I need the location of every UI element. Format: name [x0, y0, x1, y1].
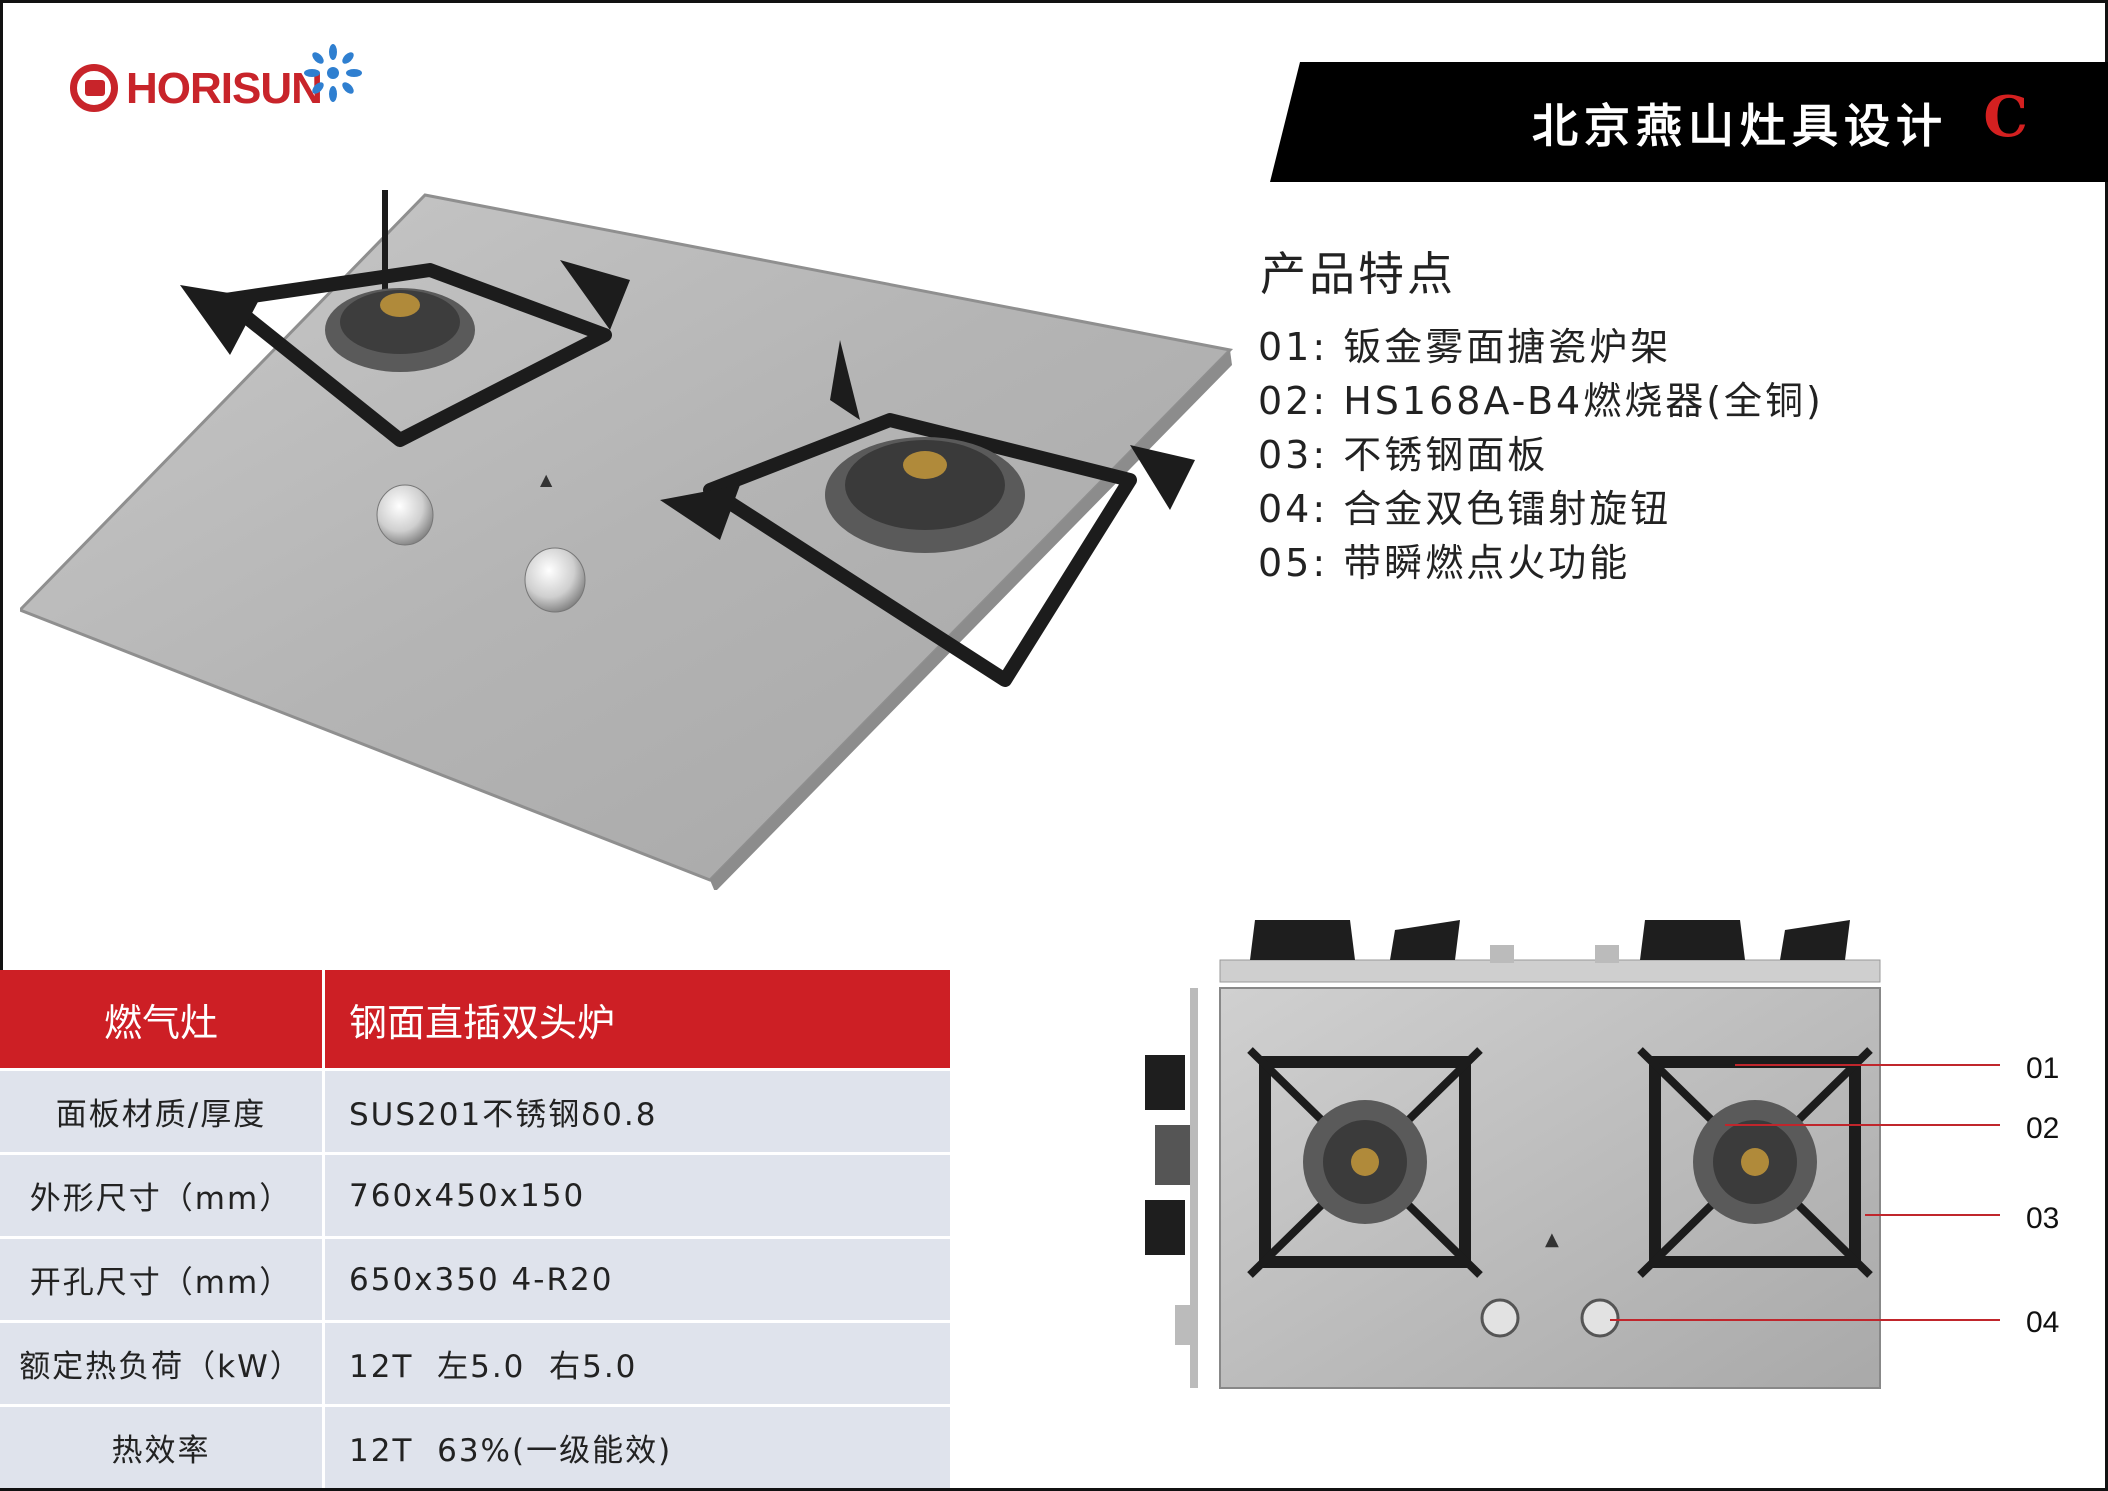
features-title: 产品特点: [1260, 247, 1456, 301]
spec-header-model: 钢面直插双头炉: [349, 1000, 616, 1045]
spec-row: 额定热负荷（kW） 12T 左5.0 右5.0: [0, 1320, 950, 1404]
spec-row: 面板材质/厚度 SUS201不锈钢δ0.8: [0, 1068, 950, 1152]
spec-row-label: 面板材质/厚度: [55, 1097, 267, 1133]
spec-row-label: 热效率: [111, 1433, 211, 1469]
feature-item: 02: HS168A-B4燃烧器(全铜): [1258, 379, 1824, 423]
feature-item: 03: 不锈钢面板: [1258, 433, 1549, 477]
callout-label-04: 04: [2026, 1306, 2060, 1339]
feature-item: 01: 钣金雾面搪瓷炉架: [1258, 325, 1672, 369]
banner-background: [1270, 62, 2108, 182]
spec-table: 燃气灶 钢面直插双头炉 面板材质/厚度 SUS201不锈钢δ0.8 外形尺寸（m…: [0, 970, 950, 1488]
callout-label-01: 01: [2026, 1052, 2060, 1085]
feature-item: 05: 带瞬燃点火功能: [1258, 541, 1631, 585]
callout-label-02: 02: [2026, 1112, 2060, 1145]
spec-row: 外形尺寸（mm） 760x450x150: [0, 1152, 950, 1236]
spec-row-value: SUS201不锈钢δ0.8: [349, 1097, 658, 1133]
stove-perspective-image: ▲: [20, 190, 1234, 890]
svg-text:▲: ▲: [540, 470, 553, 489]
sun-burst-icon: [304, 44, 362, 102]
spec-header-category: 燃气灶: [103, 1000, 218, 1045]
horisun-logo: HORISUN: [70, 44, 390, 118]
spec-row: 开孔尺寸（mm） 650x350 4-R20: [0, 1236, 950, 1320]
spec-row-label: 外形尺寸（mm）: [29, 1181, 293, 1217]
spec-row: 热效率 12T 63%(一级能效): [0, 1404, 950, 1488]
spec-row-value: 12T 左5.0 右5.0: [349, 1349, 638, 1385]
spec-row-label: 开孔尺寸（mm）: [29, 1265, 293, 1301]
stove-top-view-image: ▲: [1145, 920, 1881, 1389]
spec-row-value: 12T 63%(一级能效): [349, 1433, 673, 1469]
svg-text:▲: ▲: [1545, 1229, 1559, 1250]
logo-ring-icon: [70, 64, 118, 112]
spec-row-value: 650x350 4-R20: [349, 1261, 614, 1298]
spec-table-header: 燃气灶 钢面直插双头炉: [0, 970, 950, 1068]
title-banner: 北京燕山灶具设计 C: [1270, 62, 2108, 182]
spec-row-label: 额定热负荷（kW）: [19, 1349, 303, 1385]
callout-lines: [1610, 1064, 2000, 1321]
logo-text: HORISUN: [126, 64, 323, 113]
callout-label-03: 03: [2026, 1202, 2060, 1235]
spec-row-value: 760x450x150: [349, 1177, 586, 1214]
feature-item: 04: 合金双色镭射旋钮: [1258, 487, 1672, 531]
banner-letter: C: [1983, 84, 2028, 150]
banner-title: 北京燕山灶具设计: [1532, 99, 1948, 153]
feature-list: 01: 钣金雾面搪瓷炉架 02: HS168A-B4燃烧器(全铜) 03: 不锈…: [1258, 316, 1824, 586]
